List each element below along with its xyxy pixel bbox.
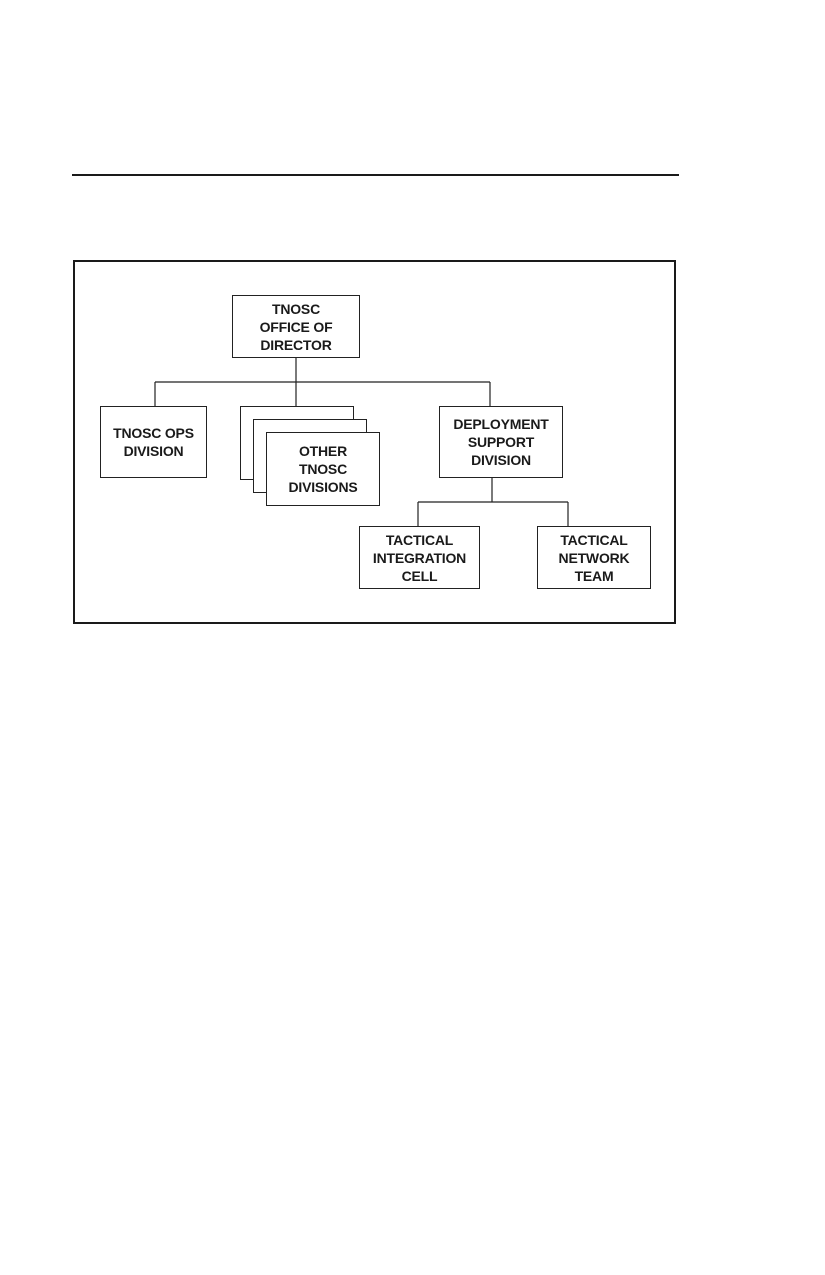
top-horizontal-rule bbox=[72, 174, 679, 176]
node-ops-division: TNOSC OPS DIVISION bbox=[100, 406, 207, 478]
node-deployment-support-division: DEPLOYMENT SUPPORT DIVISION bbox=[439, 406, 563, 478]
node-tactical-integration-cell: TACTICAL INTEGRATION CELL bbox=[359, 526, 480, 589]
node-other-divisions: OTHER TNOSC DIVISIONS bbox=[266, 432, 380, 506]
node-tactical-network-team: TACTICAL NETWORK TEAM bbox=[537, 526, 651, 589]
org-chart-frame bbox=[73, 260, 676, 624]
node-office-of-director: TNOSC OFFICE OF DIRECTOR bbox=[232, 295, 360, 358]
